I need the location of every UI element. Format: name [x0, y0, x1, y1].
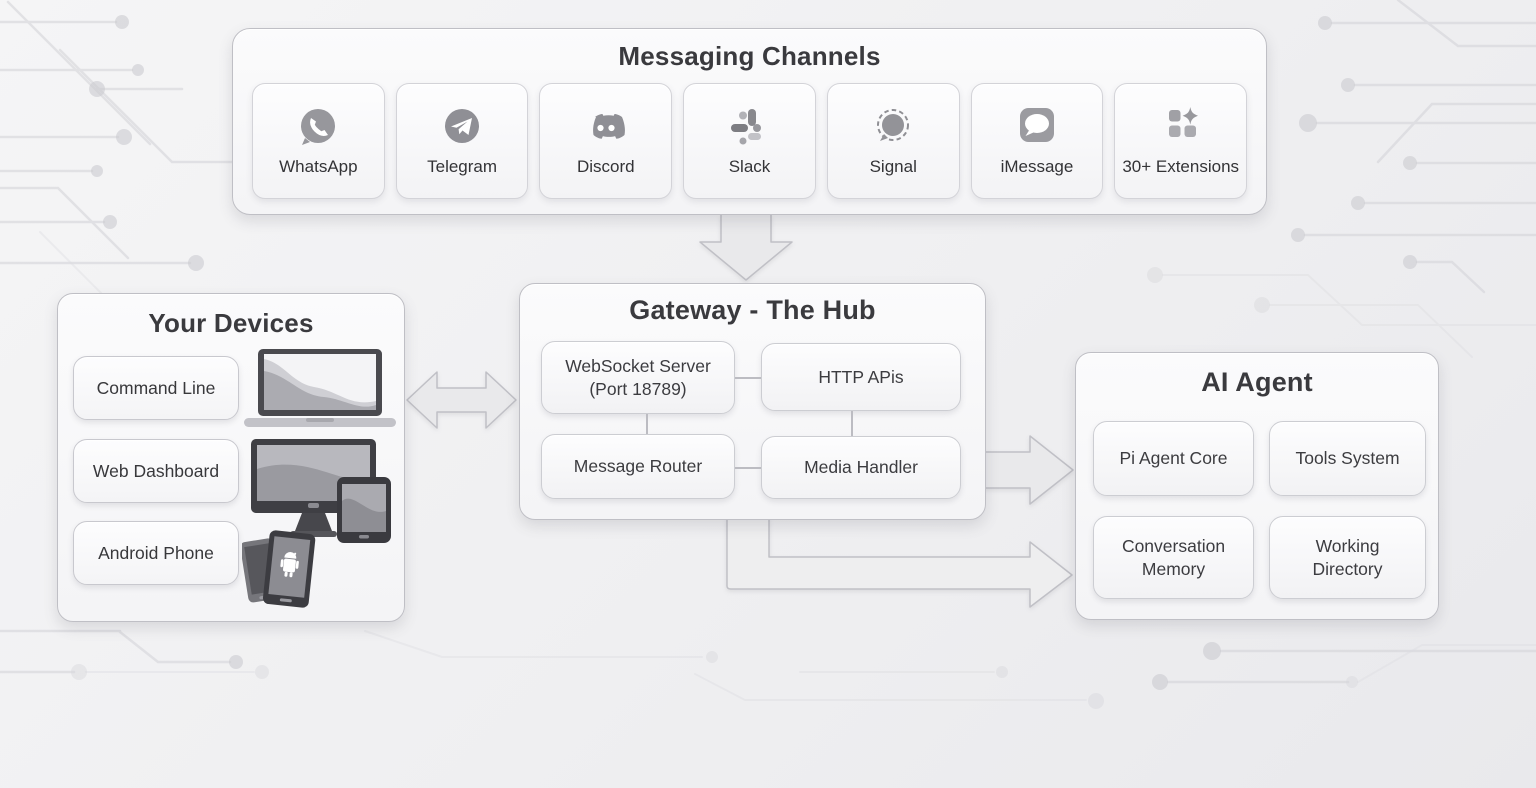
channel-label: iMessage: [1000, 157, 1074, 176]
channel-tile-discord: Discord: [539, 83, 673, 199]
connector-line: [851, 411, 853, 436]
discord-icon: [592, 114, 625, 139]
device-item-command-line: Command Line: [73, 356, 239, 420]
arrow-channels-to-gateway: [699, 214, 793, 281]
arrow-gateway-bottom-to-agent: [726, 517, 1073, 608]
phones-android-illustration-icon: [242, 530, 316, 608]
laptop-illustration-icon: [244, 349, 396, 427]
node-websocket-server: WebSocket Server (Port 18789): [541, 341, 735, 414]
your-devices-panel: Your Devices Command Line Web Dashboard …: [57, 293, 405, 622]
channel-label: Discord: [576, 157, 635, 176]
channel-label: Telegram: [427, 157, 498, 176]
node-conversation-memory: Conversation Memory: [1093, 516, 1254, 599]
connector-line: [646, 414, 648, 434]
channel-label: Slack: [728, 157, 771, 176]
extensions-icon: [1168, 107, 1198, 137]
telegram-icon: [445, 109, 480, 143]
your-devices-title: Your Devices: [148, 308, 314, 338]
channel-tile-signal: Signal: [826, 83, 960, 199]
channel-tile-imessage: iMessage: [970, 83, 1104, 199]
messaging-channels-panel: Messaging Channels WhatsApp Telegram Dis…: [232, 28, 1267, 215]
monitor-tablet-illustration-icon: [251, 439, 391, 543]
node-working-directory: Working Directory: [1269, 516, 1426, 599]
node-pi-agent-core: Pi Agent Core: [1093, 421, 1254, 496]
gateway-title: Gateway - The Hub: [629, 295, 876, 325]
connector-line: [735, 467, 761, 469]
channel-tile-whatsapp: WhatsApp: [252, 83, 385, 199]
gateway-panel: Gateway - The Hub WebSocket Server (Port…: [519, 283, 986, 520]
signal-icon: [877, 109, 910, 141]
slack-icon: [730, 109, 761, 145]
device-item-web-dashboard: Web Dashboard: [73, 439, 239, 503]
imessage-icon: [1019, 108, 1054, 142]
whatsapp-icon: [301, 109, 336, 145]
connector-line: [735, 377, 761, 379]
messaging-channels-title: Messaging Channels: [618, 41, 881, 71]
channel-tile-extensions: 30+ Extensions: [1114, 83, 1248, 199]
channel-label: Signal: [869, 157, 917, 176]
ai-agent-title: AI Agent: [1201, 367, 1313, 397]
channel-label: 30+ Extensions: [1122, 157, 1240, 176]
node-message-router: Message Router: [541, 434, 735, 499]
device-item-android-phone: Android Phone: [73, 521, 239, 585]
channel-tile-slack: Slack: [683, 83, 816, 199]
arrow-gateway-to-agent: [984, 435, 1074, 505]
channel-tile-row: WhatsApp Telegram Discord: [252, 83, 1248, 199]
node-http-apis: HTTP APis: [761, 343, 961, 411]
node-media-handler: Media Handler: [761, 436, 961, 499]
node-tools-system: Tools System: [1269, 421, 1426, 496]
arrow-devices-gateway-bidirectional: [406, 371, 517, 429]
ai-agent-panel: AI Agent Pi Agent Core Tools System Conv…: [1075, 352, 1439, 620]
channel-tile-telegram: Telegram: [395, 83, 529, 199]
channel-label: WhatsApp: [279, 157, 358, 176]
